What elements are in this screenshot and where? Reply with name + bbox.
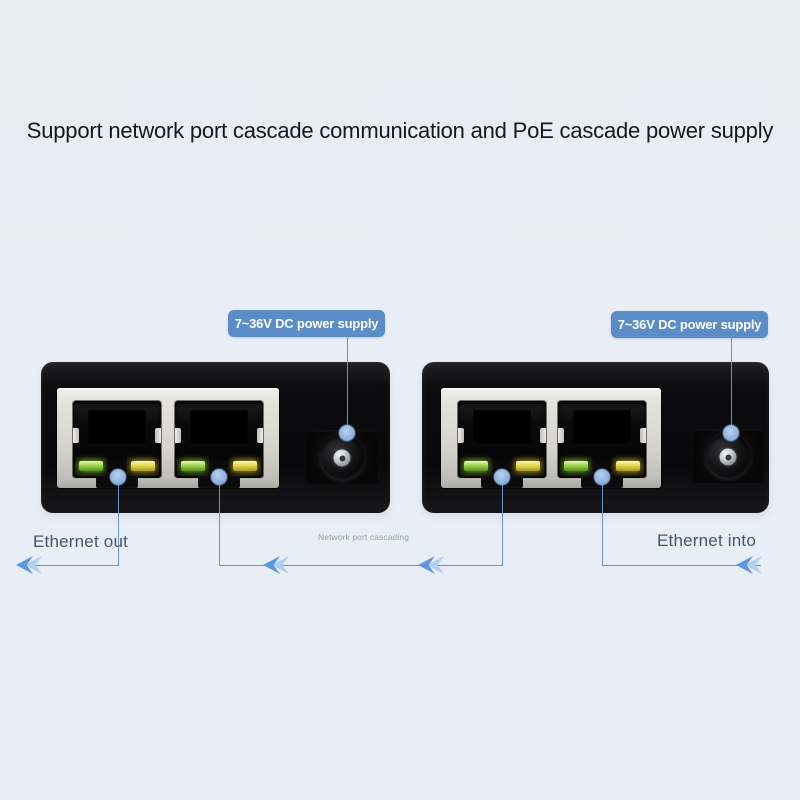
dc-pin <box>333 449 351 467</box>
yellow-led <box>612 457 644 476</box>
rj45-port-cascade <box>175 401 263 488</box>
connector-line <box>219 564 502 566</box>
callout-dot-port <box>211 469 227 485</box>
callout-dot-port <box>494 469 510 485</box>
green-led <box>560 457 592 476</box>
arrow-left-icon <box>736 555 762 574</box>
callout-dot-port <box>594 469 610 485</box>
dc-jack <box>306 430 378 484</box>
poe-device-right <box>422 362 769 513</box>
connector-line <box>117 477 119 566</box>
ethernet-into-label: Ethernet into <box>657 531 756 550</box>
arrow-left-icon <box>418 556 444 574</box>
green-led <box>177 457 209 476</box>
rj45-port-in <box>558 401 646 488</box>
port-notch <box>458 428 464 443</box>
port-notch <box>257 428 263 443</box>
connector-line <box>346 337 348 427</box>
poe-device-left <box>41 362 390 513</box>
connector-line <box>602 564 761 566</box>
port-notch <box>558 428 564 443</box>
yellow-led <box>512 457 544 476</box>
port-notch <box>155 428 161 443</box>
port-notch <box>73 428 79 443</box>
port-notch <box>640 428 646 443</box>
connector-line <box>18 564 119 566</box>
arrow-left-icon <box>263 556 289 574</box>
callout-dot-dc-right <box>723 425 739 441</box>
callout-dot-dc-left <box>339 425 355 441</box>
arrow-left-icon <box>16 556 42 574</box>
rj45-bezel <box>441 388 661 488</box>
connector-line <box>601 477 603 566</box>
dc-jack <box>692 429 764 483</box>
callout-dot-port <box>110 469 126 485</box>
port-notch <box>175 428 181 443</box>
connector-line <box>730 338 732 427</box>
port-notch <box>540 428 546 443</box>
dc-pin <box>719 448 737 466</box>
network-cascade-label: Network port cascading <box>318 532 410 542</box>
connector-line <box>218 477 220 566</box>
green-led <box>75 457 107 476</box>
green-led <box>460 457 492 476</box>
dc-barrel <box>705 434 751 481</box>
rj45-bezel <box>57 388 279 488</box>
ethernet-out-label: Ethernet out <box>33 532 129 551</box>
dc-power-label-left: 7~36V DC power supply <box>228 310 385 337</box>
rj45-port-cascade <box>458 401 546 488</box>
rj45-port-out <box>73 401 161 488</box>
yellow-led <box>127 457 159 476</box>
dc-power-label-right: 7~36V DC power supply <box>611 311 768 338</box>
dc-barrel <box>319 435 365 482</box>
connector-line <box>501 477 503 566</box>
page-title: Support network port cascade communicati… <box>26 118 774 143</box>
yellow-led <box>229 457 261 476</box>
